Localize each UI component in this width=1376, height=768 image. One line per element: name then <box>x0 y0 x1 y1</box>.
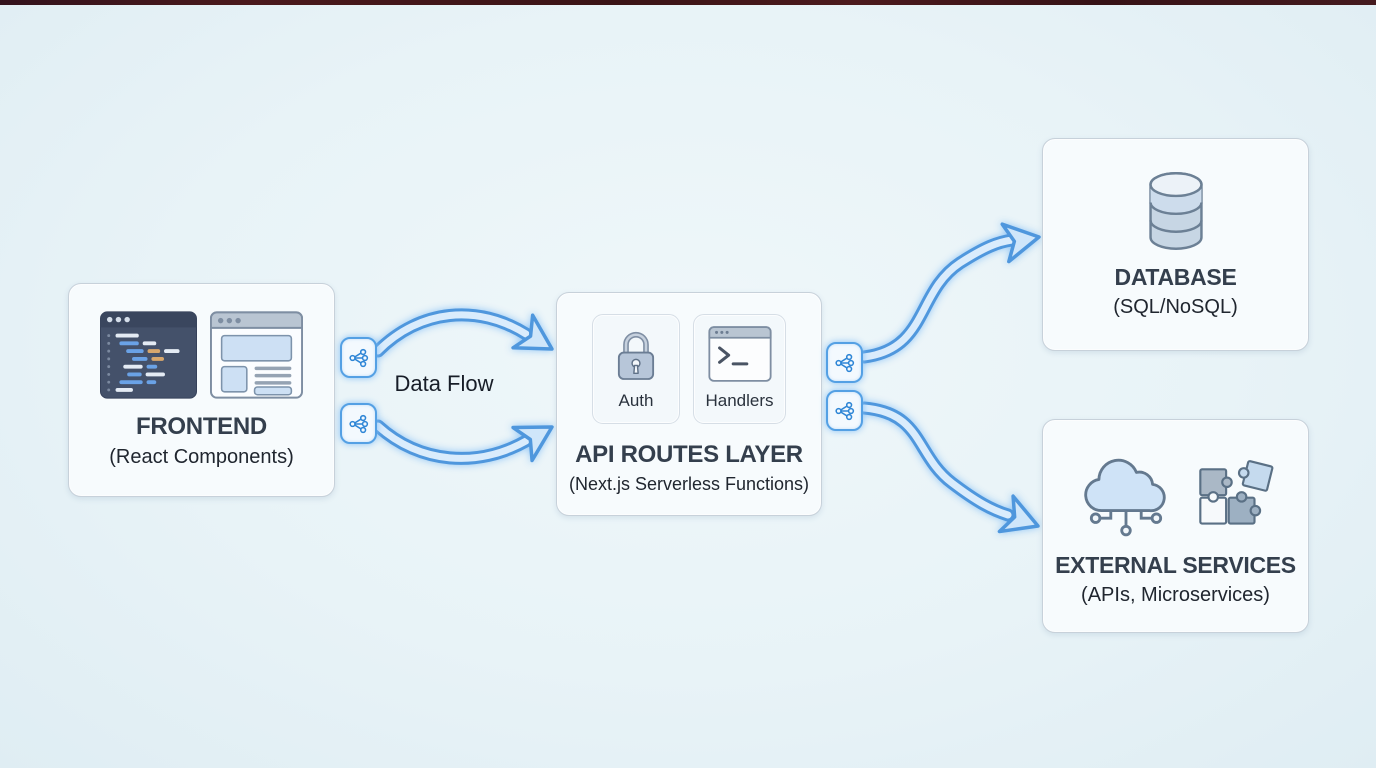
api-card-row: Auth Handlers <box>592 313 786 424</box>
handlers-card: Handlers <box>693 313 786 424</box>
share-network-icon <box>834 401 854 420</box>
database-cylinder-icon <box>1148 171 1203 250</box>
database-subtitle: (SQL/NoSQL) <box>1113 295 1238 318</box>
browser-window-icon <box>210 311 303 399</box>
share-network-icon <box>348 348 368 367</box>
node-api-routes-layer: Auth Handlers API ROUTES LAYER (Next.js … <box>556 292 822 516</box>
auth-card: Auth <box>592 313 680 424</box>
api-title: API ROUTES LAYER <box>575 440 803 468</box>
terminal-icon <box>707 325 772 383</box>
arrow-api-to-external <box>857 401 1040 534</box>
handlers-label: Handlers <box>705 390 774 410</box>
api-subtitle: (Next.js Serverless Functions) <box>568 473 810 494</box>
lock-icon <box>611 325 661 383</box>
database-title: DATABASE <box>1114 263 1237 290</box>
share-network-badge <box>826 390 863 431</box>
external-subtitle: (APIs, Microservices) <box>1081 583 1270 606</box>
auth-label: Auth <box>618 390 654 410</box>
top-border-strip <box>0 0 1376 5</box>
arrow-api-to-database <box>857 222 1041 364</box>
node-external-services: EXTERNAL SERVICES (APIs, Microservices) <box>1042 419 1309 633</box>
frontend-subtitle: (React Components) <box>109 446 294 468</box>
node-database: DATABASE (SQL/NoSQL) <box>1042 138 1309 351</box>
code-editor-icon <box>100 311 197 399</box>
arrow-frontend-to-api-bottom <box>371 419 554 465</box>
node-frontend: FRONTEND (React Components) <box>68 283 335 497</box>
puzzle-pieces-icon <box>1199 460 1274 525</box>
share-network-icon <box>834 353 854 372</box>
share-network-icon <box>348 414 368 433</box>
data-flow-label: Data Flow <box>394 371 494 396</box>
external-icon-row <box>1075 446 1276 541</box>
arrow-frontend-to-api-top <box>371 308 554 358</box>
frontend-title: FRONTEND <box>136 413 267 440</box>
share-network-badge <box>340 337 377 378</box>
external-title: EXTERNAL SERVICES <box>1055 551 1296 578</box>
frontend-icon-row <box>100 311 303 399</box>
share-network-badge <box>826 342 863 383</box>
cloud-network-icon <box>1084 458 1166 536</box>
share-network-badge <box>340 403 377 444</box>
